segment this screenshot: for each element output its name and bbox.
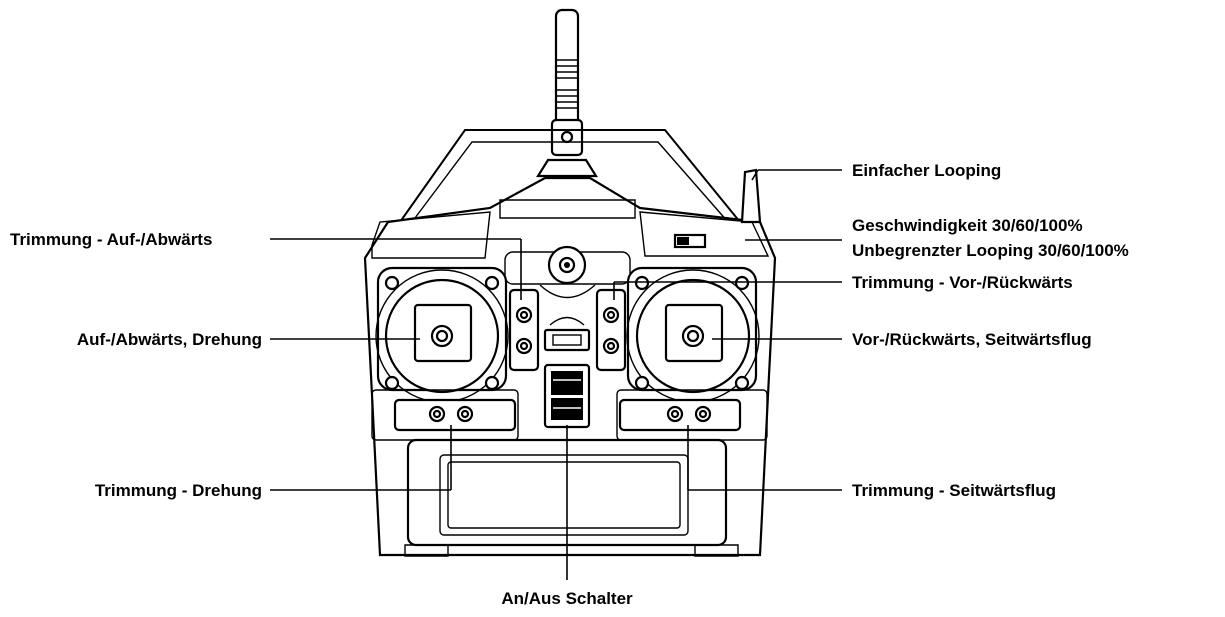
leader-lines xyxy=(270,169,842,580)
label-trim-up-down: Trimmung - Auf-/Abwärts xyxy=(10,230,212,249)
label-trim-sideways: Trimmung - Seitwärtsflug xyxy=(852,481,1056,500)
left-joystick[interactable] xyxy=(375,266,509,403)
trim-up-down-buttons[interactable] xyxy=(508,288,540,372)
label-speed: Geschwindigkeit 30/60/100% xyxy=(852,216,1083,235)
carry-handle xyxy=(399,129,741,223)
trim-rotation-buttons[interactable] xyxy=(371,389,519,441)
antenna xyxy=(536,8,598,178)
label-looping-simple: Einfacher Looping xyxy=(852,161,1001,180)
center-mode-switch[interactable] xyxy=(543,316,591,352)
label-trim-rotation: Trimmung - Drehung xyxy=(95,481,262,500)
trim-forward-back-buttons[interactable] xyxy=(595,288,627,372)
power-switch[interactable] xyxy=(543,363,591,429)
right-joystick[interactable] xyxy=(626,266,760,403)
label-power-switch: An/Aus Schalter xyxy=(501,589,633,608)
label-trim-forward-back: Trimmung - Vor-/Rückwärts xyxy=(852,273,1073,292)
label-forward-back-sideways: Vor-/Rückwärts, Seitwärtsflug xyxy=(852,330,1092,349)
speed-switch[interactable] xyxy=(673,233,707,249)
center-button[interactable] xyxy=(504,245,631,299)
label-unlimited-looping: Unbegrenzter Looping 30/60/100% xyxy=(852,241,1129,260)
label-up-down-rotation: Auf-/Abwärts, Drehung xyxy=(77,330,262,349)
